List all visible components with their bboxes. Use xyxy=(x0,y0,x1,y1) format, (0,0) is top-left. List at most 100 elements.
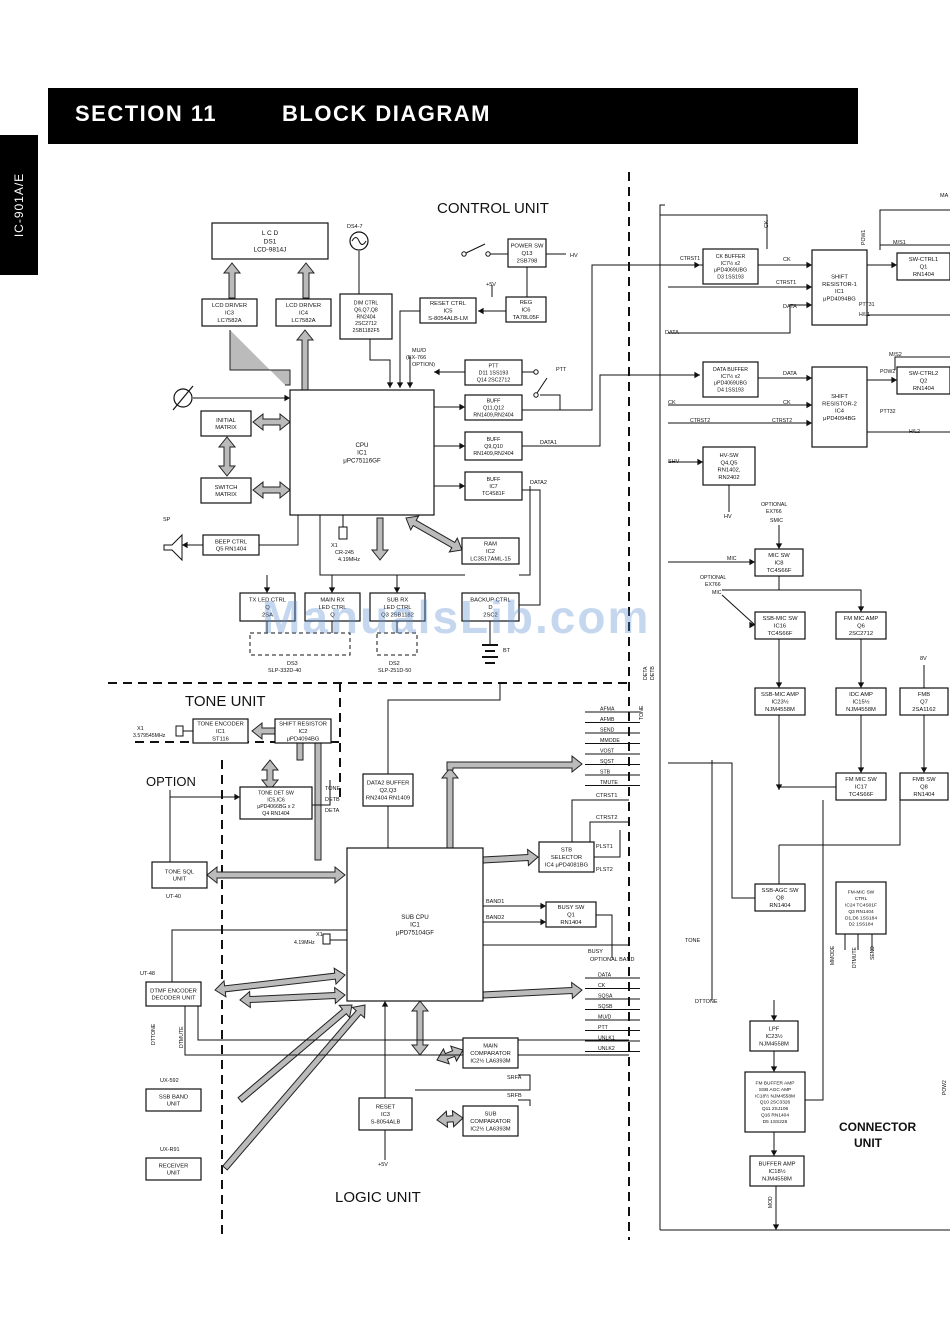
section-title: BLOCK DIAGRAM xyxy=(282,101,491,126)
label-pow2: POW2 xyxy=(880,369,895,375)
block-data_buffer-line: DATA BUFFER xyxy=(713,367,748,373)
block-data2_buffer xyxy=(362,773,414,807)
label-x1-tone-freq: 3.579545MHz xyxy=(133,733,166,739)
block-fmb_sw-line: RN1404 xyxy=(913,792,935,798)
connector-unit-label: UNIT xyxy=(854,1136,883,1150)
wire-data2buf-data2 xyxy=(387,683,501,774)
block-tone_encoder-line: TONE ENCODER xyxy=(197,722,244,728)
block-ck_buffer-line: CK BUFFER xyxy=(716,254,746,260)
wire-pow1 xyxy=(879,209,950,250)
block-fm_mic_sw_ctrl-line: FM-MIC SW xyxy=(848,890,875,896)
block-ptt_buf-line: D11 1SS193 xyxy=(479,370,509,376)
block-fm_mic_amp-line: FM MIC AMP xyxy=(844,616,879,622)
label-h-l2: H/L2 xyxy=(909,429,920,435)
signal-arrowhead xyxy=(857,606,865,612)
label-5v-logic: +5V xyxy=(378,1162,388,1168)
block-switch_matrix-line: SWITCH xyxy=(215,485,238,491)
block-main_rx_led xyxy=(304,592,361,622)
block-tone_encoder-line: ST116 xyxy=(212,736,229,742)
bus-signal-label: SQSB xyxy=(598,1004,613,1010)
block-shift_reg_2-line: RESISTOR-2 xyxy=(822,401,857,407)
block-fm_mic_sw-line: FM MIC SW xyxy=(845,777,877,783)
block-reg xyxy=(505,296,547,323)
block-hv_sw xyxy=(702,446,756,486)
label-ptt: PTT xyxy=(556,367,567,373)
block-buff_3 xyxy=(464,471,523,501)
bus-signal-label: UNLK2 xyxy=(598,1046,615,1052)
bus-signal-label: SQST xyxy=(600,759,615,765)
label-ex766: (EX-766 xyxy=(406,355,426,361)
label-ds2-part: SLP-251D-50 xyxy=(378,668,411,674)
block-sub_cpu-line: IC1 xyxy=(410,922,420,929)
label-pow2-edge: POW2 xyxy=(942,1080,948,1095)
power-switch-lever xyxy=(465,243,486,254)
block-fm_mic_amp-line: Q6 xyxy=(857,624,865,630)
bus-receiver-subcpu xyxy=(222,1004,366,1171)
block-sw_ctrl_2-line: Q2 xyxy=(920,379,928,385)
label-ctrst2-a: CTRST2 xyxy=(690,418,710,424)
block-lcd-line: LCD-9814J xyxy=(254,246,287,253)
block-lcd_driver_2-line: IC4 xyxy=(299,311,309,317)
section-number: SECTION 11 xyxy=(75,101,218,126)
block-ram-line: IC2 xyxy=(486,549,495,555)
block-fm_mic_sw_ctrl-line: CTRL xyxy=(855,896,868,902)
bus-signal-label: SEND xyxy=(600,728,615,734)
label-hv-out: HV xyxy=(724,514,732,520)
block-lcd xyxy=(211,222,329,260)
block-sw_ctrl_2 xyxy=(896,366,950,395)
signal-arrowhead xyxy=(806,283,812,291)
block-shift_reg_2-line: IC4 xyxy=(835,409,845,415)
block-reset_logic-line: IC3 xyxy=(381,1112,390,1118)
label-bt: BT xyxy=(503,648,511,654)
signal-arrowhead xyxy=(806,374,812,382)
block-fm_buffer_amp-line: Q11 2SJ106 xyxy=(762,1106,789,1112)
block-main_comparator-line: MAIN xyxy=(483,1044,498,1050)
block-lcd_driver_2-line: LCD DRIVER xyxy=(286,303,321,309)
block-power_sw xyxy=(507,238,547,268)
block-lcd_driver_1-line: LC7582A xyxy=(217,318,241,324)
block-fm_mic_sw xyxy=(835,772,887,801)
block-backup_ctrl xyxy=(461,592,520,622)
signal-arrowhead xyxy=(772,1224,780,1230)
block-fm_mic_sw_ctrl xyxy=(835,881,887,935)
block-mic_sw xyxy=(754,548,804,577)
wire-backup xyxy=(519,489,541,606)
signal-arrowhead xyxy=(770,1150,778,1156)
block-reset_ctrl-line: IC5 xyxy=(443,309,452,315)
wire-fmbsw-back xyxy=(779,800,901,846)
label-ctrst2-logic: CTRST2 xyxy=(596,815,617,821)
block-fmb_sw-line: Q8 xyxy=(920,785,928,791)
block-lcd_driver_2-line: LC7582A xyxy=(291,318,315,324)
block-shift_reg_1-line: IC1 xyxy=(835,289,844,295)
block-sub_cpu xyxy=(346,847,484,1002)
signal-arrowhead xyxy=(775,682,783,688)
label-ctrst1-logic: CTRST1 xyxy=(596,793,617,799)
label-data1: DATA1 xyxy=(540,440,557,446)
block-backup_ctrl-line: D xyxy=(488,605,492,611)
block-buffer_amp-line: BUFFER AMP xyxy=(758,1162,795,1168)
block-ssb_agc_sw xyxy=(754,883,806,912)
block-stb_selector-line: STB xyxy=(561,848,572,854)
block-tone_det_sw xyxy=(239,786,313,820)
block-ram-line: LC3517AML-15 xyxy=(470,556,511,562)
bus-signal-label: PTT xyxy=(598,1025,609,1031)
block-ck_buffer-line: μPD4069UBG xyxy=(714,268,747,274)
block-data_buffer-line: IC7½ x2 xyxy=(721,373,740,380)
label-ctrst1: CTRST1 xyxy=(680,256,700,262)
signal-arrowhead xyxy=(857,682,865,688)
block-shift_reg_2-line: SHIFT xyxy=(831,394,848,400)
signal-arrowhead xyxy=(770,1015,778,1021)
label-ds3: DS3 xyxy=(287,661,298,667)
block-cpu-line: IC1 xyxy=(357,450,367,457)
bus-lcd-driver1-lcd xyxy=(222,262,242,299)
signal-arrowhead xyxy=(770,1066,778,1072)
block-ssb_mic_sw-line: TC4S66F xyxy=(768,631,793,637)
block-sub_rx_led-line: SUB RX xyxy=(387,598,409,604)
bus-cpu-lcd-driver2 xyxy=(295,329,315,391)
block-main_rx_led-line: LED CTRL xyxy=(318,605,347,611)
block-buff_2 xyxy=(464,431,523,461)
block-ssb_agc_sw-line: SSB-AGC SW xyxy=(761,888,799,894)
block-reg-line: REG xyxy=(520,300,533,306)
block-busy_sw-line: RN1404 xyxy=(560,920,582,926)
